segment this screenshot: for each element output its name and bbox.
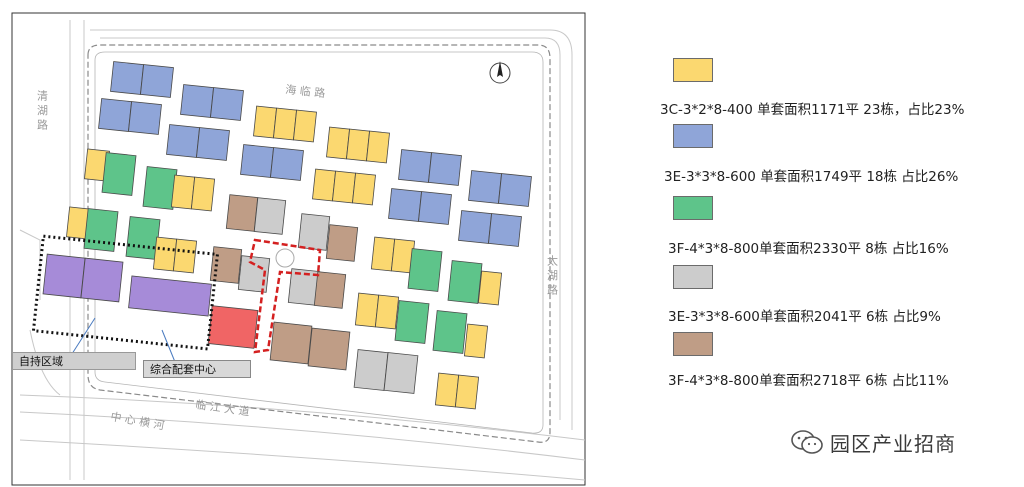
building-block [477, 270, 503, 306]
building-block [297, 213, 331, 251]
building-block [346, 128, 370, 162]
building-block [128, 275, 212, 317]
callout-leaders [69, 317, 176, 363]
building-block [428, 152, 462, 186]
building-block [498, 173, 532, 207]
building-block [253, 197, 287, 235]
building-block [325, 224, 359, 262]
building-block [225, 194, 259, 232]
service-center-label: 综合配套中心 [143, 360, 251, 378]
building-block [80, 257, 124, 303]
legend-label-3e-blue: 3E-3*3*8-600 单套面积1749平 18栋 占比26% [664, 169, 959, 185]
building-block [383, 352, 419, 394]
road-label-east: 太 湖 路 [546, 255, 559, 296]
building-block [468, 170, 502, 204]
building-block [207, 305, 259, 349]
building-block [269, 321, 313, 365]
building-block [240, 144, 274, 178]
building-block [354, 292, 380, 328]
building-block [140, 64, 174, 98]
building-block [370, 236, 396, 272]
road-label-north: 海 临 路 [285, 82, 326, 100]
building-block [374, 294, 400, 330]
building-block [326, 126, 350, 160]
building-blocks [42, 61, 532, 410]
building-block [463, 323, 489, 359]
building-block [273, 107, 297, 141]
central-axis-outline [248, 238, 322, 354]
building-block [237, 255, 271, 293]
self-hold-label: 自持区域 [12, 352, 136, 370]
building-block [454, 374, 480, 410]
north-arrow-icon [489, 61, 511, 84]
building-block [152, 236, 178, 272]
legend-label-3e-grey: 3E-3*3*8-600单套面积2041平 6栋 占比9% [668, 309, 941, 325]
building-block [332, 170, 356, 204]
building-block [172, 238, 198, 274]
building-block [253, 105, 277, 139]
building-block [42, 253, 86, 299]
building-block [210, 87, 244, 121]
road-label-west: 清 湖 路 [36, 90, 49, 131]
legend-label-3c: 3C-3*2*8-400 单套面积1171平 23栋，占比23% [660, 102, 965, 118]
building-block [434, 372, 460, 408]
watermark: 园区产业招商 [790, 427, 956, 457]
watermark-text: 园区产业招商 [830, 431, 956, 456]
legend-swatch-3c [673, 58, 713, 82]
road-lines [19, 20, 586, 481]
site-boundary [87, 44, 551, 443]
building-block [432, 310, 468, 354]
building-block [190, 176, 216, 212]
legend-swatch-3f-brown [673, 332, 713, 356]
building-block [196, 127, 230, 161]
building-block [366, 130, 390, 164]
legend-swatch-3e-blue [673, 124, 713, 148]
building-block [98, 98, 132, 132]
wechat-icon [791, 430, 823, 454]
building-block [418, 191, 452, 225]
building-block [170, 174, 196, 210]
building-block [398, 149, 432, 183]
building-block [488, 213, 522, 247]
building-block [128, 101, 162, 135]
building-block [394, 300, 430, 344]
inner-boundary [94, 51, 544, 434]
building-block [447, 260, 483, 304]
building-block [293, 109, 317, 143]
building-block [166, 124, 200, 158]
building-block [407, 248, 443, 292]
building-block [313, 271, 347, 309]
building-block [458, 210, 492, 244]
building-block [270, 147, 304, 181]
legend-swatch-3f-green [673, 196, 713, 220]
building-block [388, 188, 422, 222]
building-block [352, 172, 376, 206]
building-block [110, 61, 144, 95]
legend-label-3f-green: 3F-4*3*8-800单套面积2330平 8栋 占比16% [668, 241, 949, 257]
site-plan: 海 临 路 临 江 大 道 中 心 横 河 清 湖 路 太 湖 路 [11, 12, 586, 486]
building-block [83, 208, 119, 252]
legend-swatch-3e-grey [673, 265, 713, 289]
legend-label-3f-brown: 3F-4*3*8-800单套面积2718平 6栋 占比11% [668, 373, 949, 389]
building-block [307, 327, 351, 371]
building-block [180, 84, 214, 118]
building-block [312, 168, 336, 202]
building-block [353, 349, 389, 391]
building-block [101, 152, 137, 196]
plaza-circle [275, 248, 295, 268]
